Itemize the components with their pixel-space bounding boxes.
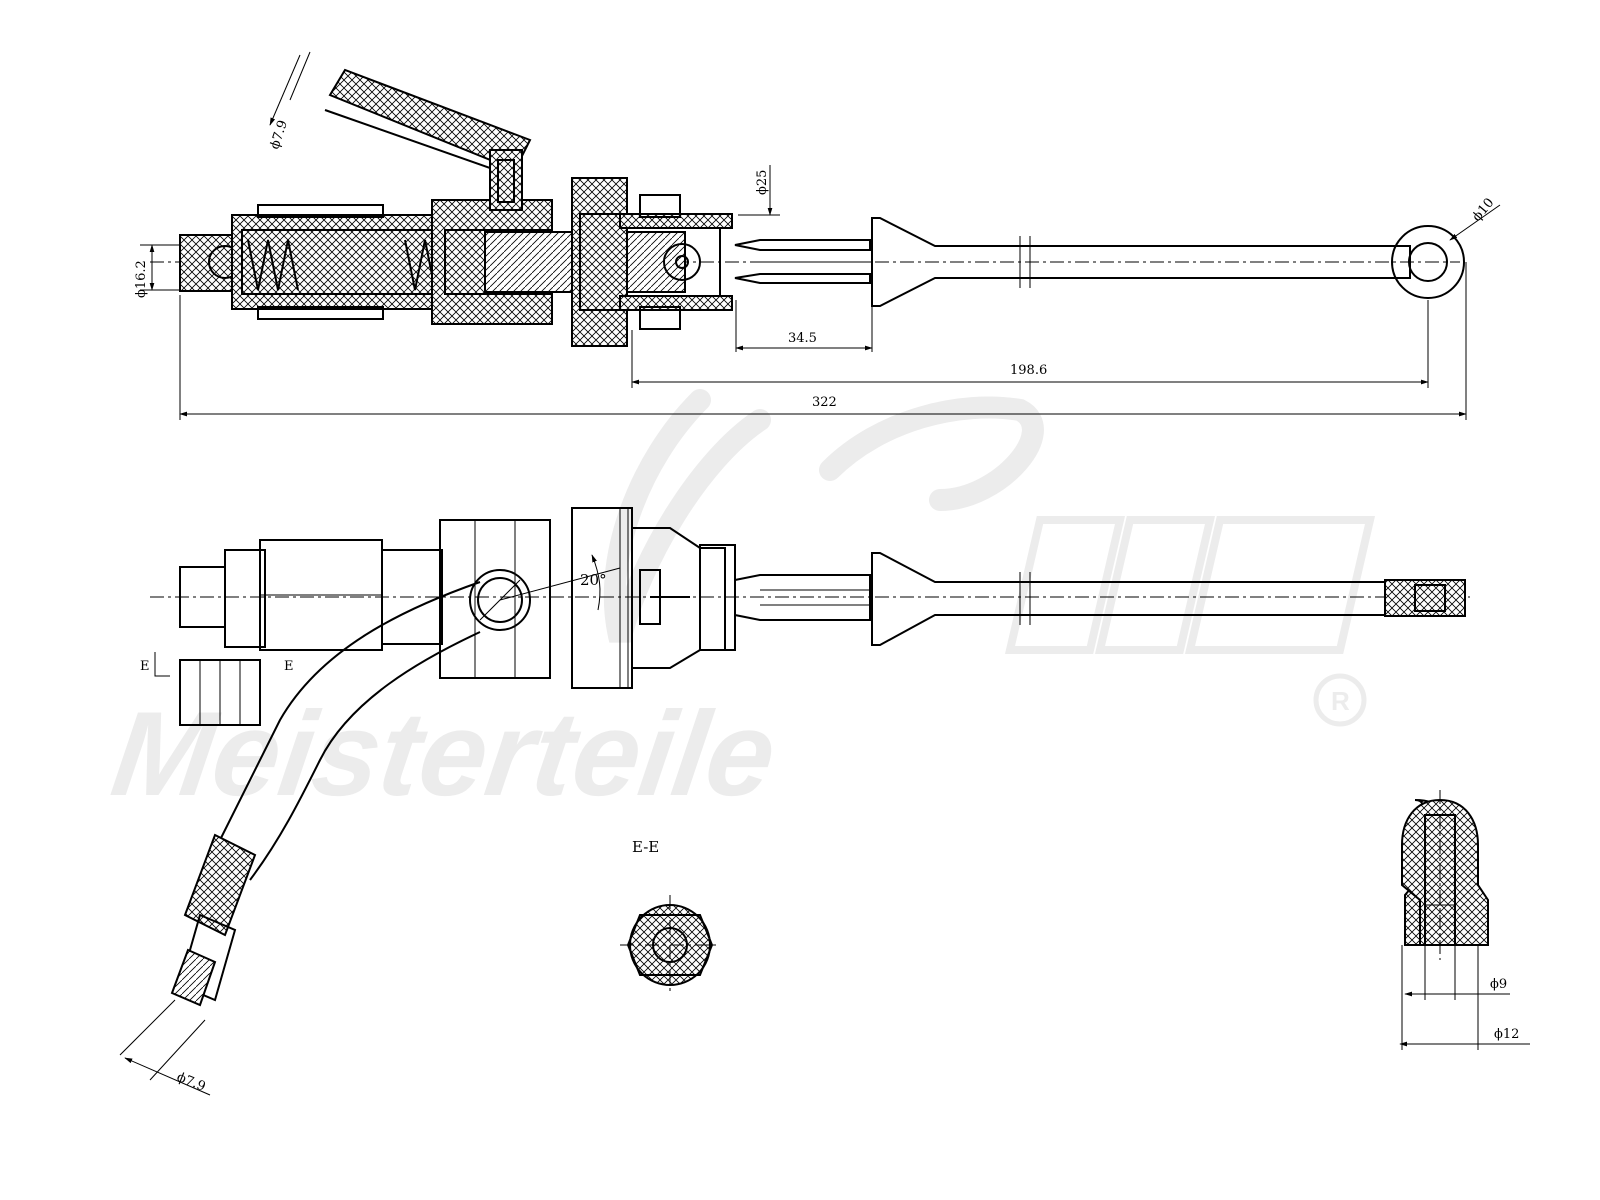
detail-inner-diameter: ϕ9 bbox=[1490, 977, 1507, 992]
watermark-registered-mark: R bbox=[1331, 686, 1350, 716]
section-marker-left: E bbox=[140, 659, 150, 674]
section-marker-right: E bbox=[284, 659, 294, 674]
detail-outer-diameter: ϕ12 bbox=[1494, 1027, 1519, 1042]
hose-fitting bbox=[469, 569, 531, 631]
section-view: E-E bbox=[620, 838, 720, 995]
angle-label: 20° bbox=[580, 571, 607, 589]
side-view: 20° E E ϕ7.9 bbox=[119, 507, 1470, 1096]
flange bbox=[571, 177, 628, 347]
push-rod bbox=[734, 217, 1465, 307]
watermark-logo-bars bbox=[1004, 516, 1376, 654]
dim-rod-length: 198.6 bbox=[1010, 363, 1047, 378]
dim-rod-diameter: ϕ25 bbox=[755, 170, 770, 195]
valve-block bbox=[439, 519, 551, 679]
hose-side bbox=[209, 581, 481, 861]
watermark-brand: Meisterteile bbox=[105, 687, 784, 821]
section-title: E-E bbox=[632, 838, 659, 856]
detail-view: ϕ9 ϕ12 bbox=[1399, 790, 1530, 1050]
watermark-logo-swash bbox=[603, 389, 1044, 643]
dim-total-length: 322 bbox=[812, 395, 837, 410]
dim-eye-diameter: ϕ10 bbox=[1470, 195, 1498, 224]
rod-eye bbox=[1391, 225, 1465, 299]
watermark-registered-circle bbox=[1313, 673, 1367, 727]
boot-cone bbox=[871, 217, 1411, 307]
hose-top bbox=[324, 68, 532, 211]
watermark: Meisterteile R bbox=[105, 389, 1376, 821]
side-hose-diameter: ϕ7.9 bbox=[175, 1070, 208, 1095]
spring-left bbox=[247, 239, 299, 291]
dim-stroke-length: 34.5 bbox=[788, 331, 817, 346]
dim-body-diameter: ϕ16.2 bbox=[134, 260, 149, 298]
top-view: ϕ7.9 ϕ16.2 ϕ25 ϕ10 34.5 198.6 322 bbox=[134, 51, 1501, 420]
